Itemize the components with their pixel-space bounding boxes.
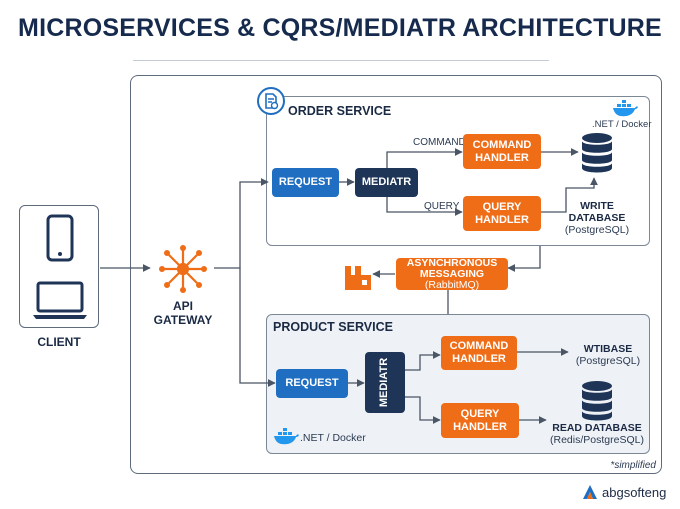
product-query-handler-line1: QUERY — [460, 407, 500, 420]
order-command-handler: COMMAND HANDLER — [463, 134, 541, 169]
order-request-box: REQUEST — [272, 168, 339, 197]
rabbitmq-icon — [345, 266, 371, 290]
product-mediatr-box: MEDIATR — [365, 352, 405, 413]
title-divider — [133, 60, 549, 61]
brand-name: abgsofteng — [602, 484, 667, 500]
product-service-title: PRODUCT SERVICE — [273, 320, 393, 334]
brand-logo: abgsofteng — [582, 484, 666, 500]
order-mediatr-box: MEDIATR — [355, 168, 418, 197]
product-platform-label: .NET / Docker — [300, 432, 366, 444]
product-read-db-tech: (Redis/PostgreSQL) — [550, 434, 644, 446]
gateway-label-line1: API — [172, 299, 193, 313]
order-command-handler-line2: HANDLER — [475, 151, 529, 164]
docker-whale-icon — [613, 100, 638, 117]
messaging-line2: MESSAGING — [419, 267, 485, 280]
diagram-title: MICROSERVICES & CQRS/MEDIATR ARCHITECTUR… — [18, 14, 662, 42]
order-query-handler-line2: HANDLER — [475, 213, 529, 226]
database-icon — [582, 381, 612, 421]
brand-logo-icon — [583, 485, 597, 499]
product-mediatr-label: MEDIATR — [378, 357, 391, 408]
product-query-handler: QUERY HANDLER — [441, 403, 519, 438]
messaging-line1: ASYNCHRONOUS — [406, 256, 498, 269]
order-query-edge-label: QUERY — [424, 201, 460, 212]
order-db-name-line2: DATABASE — [568, 212, 626, 224]
edge-order-query — [386, 197, 463, 216]
database-icon — [582, 133, 612, 173]
product-read-db-name: READ DATABASE — [552, 422, 642, 434]
document-gear-icon — [257, 87, 285, 115]
edge-order-messaging — [507, 246, 541, 272]
product-write-db-name: WTIBASE — [583, 343, 633, 355]
product-query-handler-line2: HANDLER — [453, 420, 507, 433]
product-write-db-tech: (PostgreSQL) — [575, 355, 641, 367]
gateway-label-line2: GATEWAY — [153, 313, 213, 327]
phone-icon — [46, 214, 74, 262]
edge-gateway-product — [239, 268, 276, 387]
messaging-tech: (RabbitMQ) — [424, 278, 480, 291]
client-frame — [19, 205, 99, 328]
edge-product-query — [405, 396, 441, 424]
order-db-name-line1: WRITE — [580, 200, 614, 212]
async-messaging-box: ASYNCHRONOUS MESSAGING (RabbitMQ) — [396, 256, 508, 291]
order-command-handler-line1: COMMAND — [472, 138, 532, 151]
order-db-tech: (PostgreSQL) — [564, 224, 630, 236]
order-platform-label: .NET / Docker — [592, 119, 652, 130]
order-service-title: ORDER SERVICE — [288, 104, 392, 118]
edge-order-query-db — [541, 177, 598, 213]
laptop-icon — [33, 281, 87, 319]
simplified-footnote: *simplified — [610, 460, 656, 471]
product-command-handler-line1: COMMAND — [449, 340, 509, 352]
docker-whale-icon — [274, 428, 299, 445]
system-boundary — [130, 75, 662, 474]
edge-gateway-order — [214, 178, 269, 269]
order-query-handler-line1: QUERY — [482, 200, 522, 213]
product-command-handler-line2: HANDLER — [452, 353, 506, 365]
network-hub-icon — [159, 245, 207, 293]
edge-product-command — [405, 351, 441, 371]
client-label: CLIENT — [37, 335, 81, 349]
edge-order-command — [386, 148, 463, 168]
product-command-handler: COMMAND HANDLER — [441, 336, 517, 370]
order-query-handler: QUERY HANDLER — [463, 196, 541, 231]
order-command-edge-label: COMMAND — [413, 137, 466, 148]
product-request-box: REQUEST — [276, 369, 348, 398]
